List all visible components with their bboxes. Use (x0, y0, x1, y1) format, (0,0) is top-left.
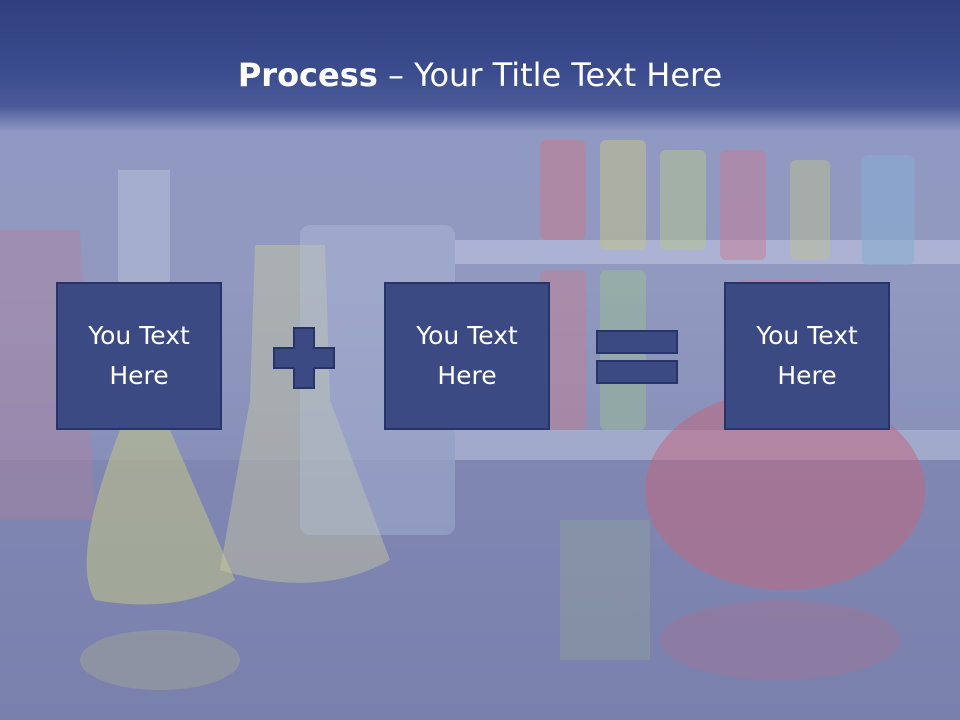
text-box-1[interactable]: You Text Here (56, 282, 222, 430)
text-box-3-label: You Text Here (756, 321, 858, 390)
title-bold: Process (237, 56, 378, 94)
text-box-1-label: You Text Here (88, 321, 190, 390)
text-box-3[interactable]: You Text Here (724, 282, 890, 430)
equals-icon (596, 330, 678, 384)
title-bar (0, 0, 960, 132)
plus-icon (273, 327, 335, 389)
text-box-2-label: You Text Here (416, 321, 518, 390)
slide-title: Process – Your Title Text Here (0, 54, 960, 96)
text-box-2[interactable]: You Text Here (384, 282, 550, 430)
title-text: – Your Title Text Here (377, 56, 723, 94)
